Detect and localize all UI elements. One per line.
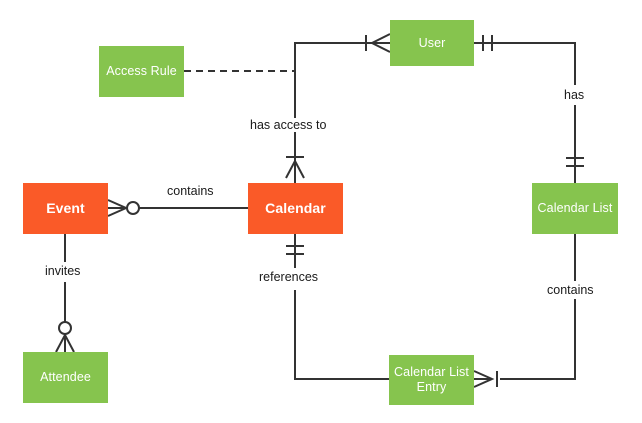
connector-calendarlist-to-entry (500, 299, 576, 380)
crowsfoot-event-right (107, 199, 129, 217)
edge-label-text: has (564, 88, 585, 102)
edge-label-text: invites (45, 264, 81, 278)
cardinality-circle-attendee (58, 321, 72, 335)
entity-access-rule[interactable]: Access Rule (99, 46, 184, 97)
edge-label-contains-event-calendar: contains (164, 184, 217, 198)
entity-calendar-list-entry[interactable]: Calendar List Entry (389, 355, 474, 405)
entity-label: Event (46, 200, 85, 216)
edge-label-has: has (561, 88, 588, 102)
connector-calendar-to-entry (294, 290, 389, 380)
crowsfoot-calendar-top (285, 158, 305, 180)
edge-label-contains-calendarlist-entry: contains (544, 283, 597, 297)
connector-user-to-calendar-list (474, 42, 576, 85)
connector-calendar-to-user (294, 42, 386, 157)
entity-event[interactable]: Event (23, 183, 108, 234)
edge-label-text: references (259, 270, 319, 284)
entity-label: Calendar List Entry (394, 365, 469, 394)
edge-label-text: contains (167, 184, 214, 198)
cardinality-circle-event-right (126, 201, 140, 215)
crowsfoot-user-left (369, 33, 391, 53)
entity-calendar[interactable]: Calendar (248, 183, 343, 234)
entity-label: Calendar (265, 200, 326, 216)
edge-label-references: references (256, 270, 322, 284)
crowsfoot-attendee (55, 332, 75, 353)
entity-label: User (418, 35, 446, 50)
entity-calendar-list[interactable]: Calendar List (532, 183, 618, 234)
edge-label-invites: invites (42, 264, 84, 278)
crowsfoot-entry-right (473, 370, 495, 388)
entity-user[interactable]: User (390, 20, 474, 66)
entity-attendee[interactable]: Attendee (23, 352, 108, 403)
entity-label: Calendar List (537, 201, 613, 215)
entity-label: Attendee (40, 370, 91, 384)
edge-label-text: contains (547, 283, 594, 297)
edge-label-text: has access to (250, 118, 327, 132)
entity-label: Access Rule (106, 64, 177, 78)
edge-label-has-access-to: has access to (247, 118, 330, 132)
